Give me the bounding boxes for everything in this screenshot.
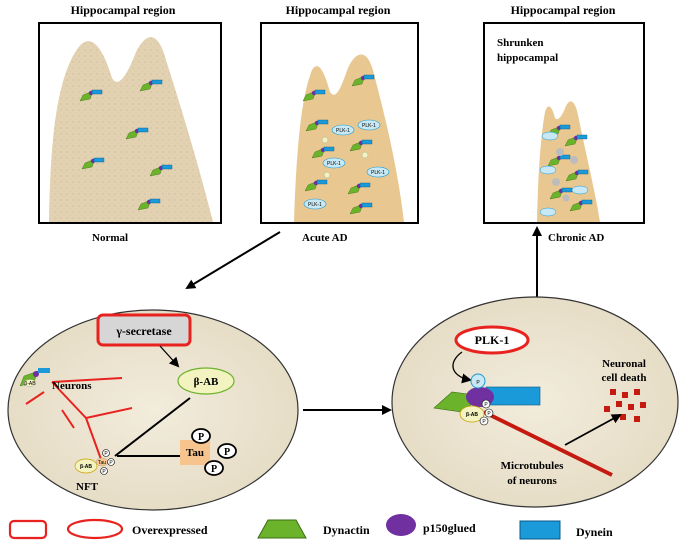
svg-text:β-AB: β-AB	[80, 464, 92, 470]
svg-text:PLK-1: PLK-1	[362, 123, 376, 129]
svg-text:β-AB: β-AB	[24, 381, 36, 387]
svg-text:P: P	[482, 419, 486, 425]
svg-text:P: P	[487, 411, 491, 417]
svg-text:PLK-1: PLK-1	[308, 202, 322, 208]
svg-text:Tau: Tau	[98, 460, 106, 466]
dynactin-icon	[257, 519, 307, 539]
svg-text:P: P	[476, 380, 480, 386]
arrow-acute-to-left-cell	[185, 231, 281, 290]
microtubules-label-line2: of neurons	[507, 475, 557, 487]
arrow-to-cell-death	[564, 414, 622, 446]
legend-overexpressed-label: Overexpressed	[132, 523, 208, 537]
svg-text:β-AB: β-AB	[194, 376, 219, 388]
microtubules-label-line1: Microtubules	[501, 460, 564, 472]
neuron-fibres	[25, 377, 133, 463]
legend-p150-label: p150glued	[423, 521, 476, 535]
svg-text:P: P	[211, 464, 217, 475]
panel-caption-acute: Acute AD	[302, 232, 348, 244]
chronic-cluster	[539, 124, 593, 217]
panel-header-chronic: Hippocampal region	[511, 3, 616, 17]
svg-text:P: P	[102, 469, 106, 475]
shrunken-label-line2: hippocampal	[497, 52, 558, 64]
beta-ab-oval: β-AB	[177, 367, 235, 395]
svg-text:P: P	[109, 460, 113, 466]
svg-text:Tau: Tau	[186, 447, 204, 459]
svg-text:PLK-1: PLK-1	[371, 170, 385, 176]
svg-text:PLK-1: PLK-1	[327, 161, 341, 167]
arrow-plk-to-p	[452, 351, 472, 384]
nft-complex: β-AB Tau P P P	[74, 449, 115, 475]
plk1-cluster-acute: PLK-1 PLK-1 PLK-1 PLK-1 PLK-1	[303, 119, 390, 210]
shrunken-label-line1: Shrunken	[497, 37, 543, 49]
svg-text:P: P	[104, 451, 108, 457]
svg-text:P: P	[484, 402, 488, 408]
panel-caption-normal: Normal	[92, 232, 128, 244]
cell-death-fragments	[604, 389, 646, 422]
legend-dynactin-label: Dynactin	[323, 523, 370, 537]
svg-text:PLK-1: PLK-1	[336, 128, 350, 134]
svg-text:β-AB: β-AB	[466, 412, 478, 418]
p150glued-icon	[386, 514, 416, 536]
line-bab-to-nft	[114, 397, 191, 457]
secretase-box: γ-secretase	[96, 313, 192, 347]
svg-text:γ-secretase: γ-secretase	[115, 324, 172, 338]
svg-text:P: P	[198, 432, 204, 443]
legend: Overexpressed Dynactin p150glued Dynein	[8, 514, 613, 540]
plk1-oval: PLK-1	[454, 325, 530, 355]
legend-dynein-label: Dynein	[576, 525, 613, 539]
panel-header-normal: Hippocampal region	[71, 3, 176, 17]
legend-oval-overexpressed	[66, 518, 124, 540]
panel-header-acute: Hippocampal region	[286, 3, 391, 17]
dynein-icon	[519, 520, 561, 540]
cell-death-label-line2: cell death	[602, 372, 647, 384]
cell-death-label-line1: Neuronal	[602, 358, 646, 370]
hippocampus-normal	[49, 37, 213, 223]
arrow-secretase-to-bab	[159, 345, 180, 368]
panel-caption-chronic: Chronic AD	[548, 232, 604, 244]
svg-text:P: P	[224, 447, 230, 458]
neuron-complex-icon: β-AB	[19, 368, 50, 387]
neurons-label: Neurons	[52, 380, 92, 392]
legend-rect-overexpressed	[8, 519, 48, 540]
nft-label: NFT	[76, 481, 99, 493]
motor-complex-large: P β-AB P P P	[433, 373, 541, 426]
svg-text:PLK-1: PLK-1	[475, 333, 510, 347]
tau-phospho: Tau P P P	[180, 428, 237, 476]
microtubule	[483, 410, 613, 477]
